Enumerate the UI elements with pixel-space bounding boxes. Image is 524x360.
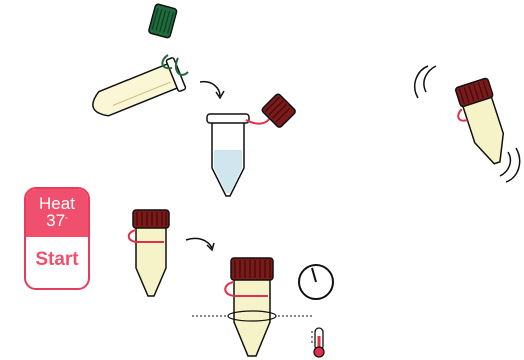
- closed-tube-yellow: [129, 210, 169, 296]
- heat-start-button[interactable]: Heat 37° Start: [24, 187, 90, 290]
- tilted-tube-green-cap: [87, 4, 188, 124]
- open-tube-blue-liquid: [207, 93, 296, 196]
- timer-icon: [299, 265, 333, 299]
- heat-temperature: 37°: [26, 212, 88, 229]
- heat-panel: Heat 37°: [26, 189, 88, 237]
- degree-mark: °: [65, 217, 68, 224]
- thermometer-icon: [311, 328, 324, 357]
- shaking-tube: [415, 66, 520, 182]
- start-label: Start: [26, 249, 88, 271]
- heating-tube: [192, 258, 312, 356]
- heat-temperature-value: 37: [46, 211, 65, 230]
